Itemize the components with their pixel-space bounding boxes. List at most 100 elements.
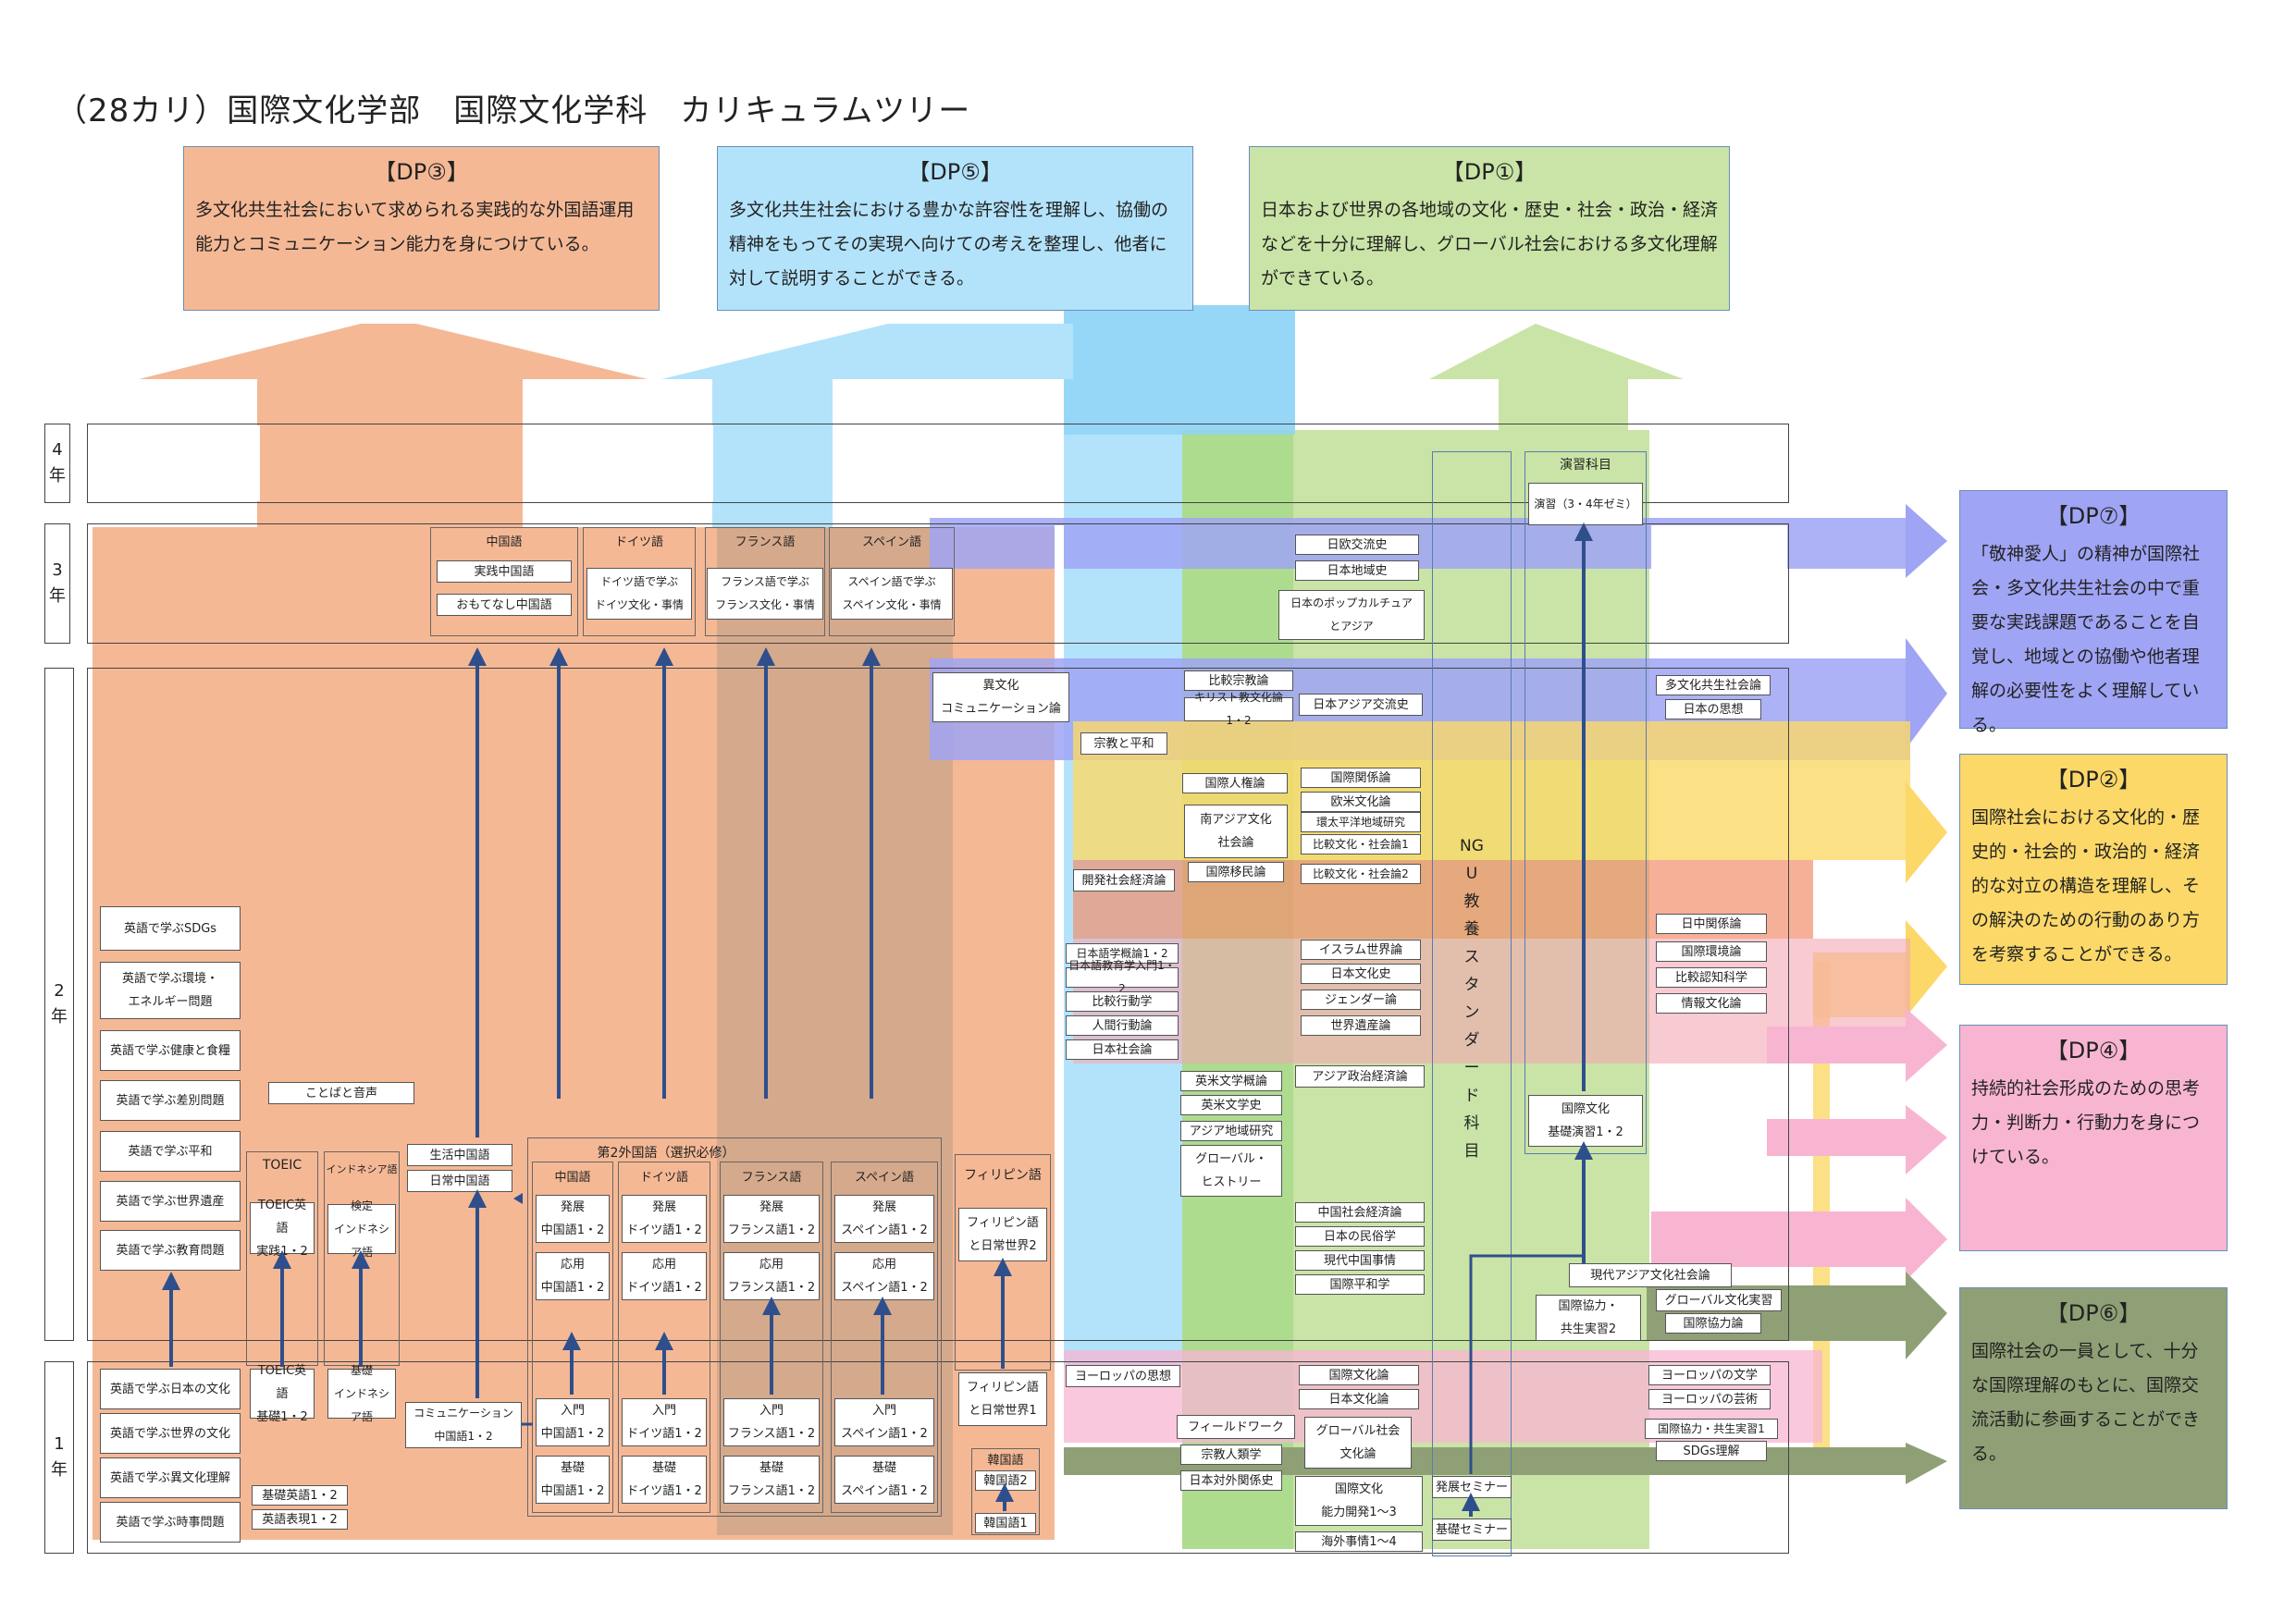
course-english-world-culture[interactable]: 英語で学ぶ世界の文化: [100, 1413, 241, 1454]
course-kiso-chugokugo[interactable]: 基礎 中国語1・2: [536, 1456, 610, 1504]
course-noryoku-kaihatsu[interactable]: 国際文化 能力開発1〜3: [1295, 1476, 1423, 1526]
course-oyo-spanish[interactable]: 応用 スペイン語1・2: [834, 1252, 934, 1300]
course-tabunka-kyosei[interactable]: 多文化共生社会論: [1656, 675, 1771, 695]
course-global-history[interactable]: グローバル・ ヒストリー: [1180, 1145, 1282, 1197]
course-europe-bungaku[interactable]: ヨーロッパの文学: [1648, 1365, 1771, 1385]
course-nyumon-german[interactable]: 入門 ドイツ語1・2: [622, 1398, 707, 1446]
course-omotenashi-chugokugo[interactable]: おもてなし中国語: [437, 594, 572, 616]
course-indonesian-basic[interactable]: 基礎 インドネシア語: [327, 1364, 396, 1423]
course-spanish-culture[interactable]: スペイン語で学ぶ スペイン文化・事情: [831, 568, 953, 620]
course-ningen-kodo[interactable]: 人間行動論: [1066, 1015, 1179, 1036]
course-english-environment[interactable]: 英語で学ぶ環境・ エネルギー問題: [100, 962, 241, 1019]
course-nihon-bunkashi[interactable]: 日本文化史: [1301, 964, 1421, 984]
course-english-discrimination[interactable]: 英語で学ぶ差別問題: [100, 1080, 241, 1121]
course-asia-seiji-keizai[interactable]: アジア政治経済論: [1295, 1065, 1425, 1088]
course-europe-shiso[interactable]: ヨーロッパの思想: [1066, 1365, 1180, 1387]
course-english-sdgs[interactable]: 英語で学ぶSDGs: [100, 906, 241, 951]
course-obei-bunka[interactable]: 欧米文化論: [1301, 792, 1421, 812]
course-nichio-koryu[interactable]: 日欧交流史: [1295, 535, 1419, 555]
course-ibunka-communication[interactable]: 異文化 コミュニケーション論: [932, 672, 1069, 722]
course-hatten-spanish[interactable]: 発展 スペイン語1・2: [834, 1195, 934, 1243]
course-pop-culture[interactable]: 日本のポップカルチュア とアジア: [1278, 590, 1425, 640]
course-nihon-asia-koryu[interactable]: 日本アジア交流史: [1299, 694, 1423, 716]
course-chugoku-shakai-keizai[interactable]: 中国社会経済論: [1295, 1202, 1425, 1223]
course-kokusai-kyoryoku-ron[interactable]: 国際協力論: [1665, 1313, 1761, 1334]
course-kokusai-kankyo[interactable]: 国際環境論: [1656, 941, 1767, 962]
course-german-culture[interactable]: ドイツ語で学ぶ ドイツ文化・事情: [586, 568, 692, 620]
course-nyumon-french[interactable]: 入門 フランス語1・2: [723, 1398, 820, 1446]
course-eigo-hyogen[interactable]: 英語表現1・2: [252, 1509, 348, 1530]
course-minami-asia[interactable]: 南アジア文化 社会論: [1184, 805, 1288, 858]
course-nihon-minzoku[interactable]: 日本の民俗学: [1295, 1226, 1425, 1247]
course-english-heritage[interactable]: 英語で学ぶ世界遺産: [100, 1181, 241, 1222]
course-french-culture[interactable]: フランス語で学ぶ フランス文化・事情: [707, 568, 823, 620]
course-gendai-chugoku[interactable]: 現代中国事情: [1295, 1250, 1425, 1271]
course-asia-chiiki[interactable]: アジア地域研究: [1180, 1121, 1282, 1141]
course-islam-sekai[interactable]: イスラム世界論: [1301, 940, 1421, 960]
course-kokusai-jinken[interactable]: 国際人権論: [1182, 773, 1288, 793]
course-seikatsu-chugokugo[interactable]: 生活中国語: [407, 1144, 512, 1166]
course-kiso-french[interactable]: 基礎 フランス語1・2: [723, 1456, 820, 1504]
course-oyo-french[interactable]: 応用 フランス語1・2: [723, 1252, 820, 1300]
course-english-japan-culture[interactable]: 英語で学ぶ日本の文化: [100, 1369, 241, 1409]
course-kokusai-imin[interactable]: 国際移民論: [1188, 862, 1284, 882]
course-enshu-seminar[interactable]: 演習（3・4年ゼミ）: [1528, 483, 1643, 525]
course-kyoryoku-kyosei-1[interactable]: 国際協力・共生実習1: [1645, 1419, 1778, 1439]
course-shukyo-jinruigaku[interactable]: 宗教人類学: [1180, 1445, 1282, 1465]
course-nyumon-chugokugo[interactable]: 入門 中国語1・2: [536, 1398, 610, 1446]
course-eibei-bungakushi[interactable]: 英米文学史: [1180, 1095, 1282, 1115]
course-korean-2[interactable]: 韓国語2: [975, 1470, 1036, 1491]
course-kiso-eigo[interactable]: 基礎英語1・2: [252, 1485, 348, 1506]
course-hikaku-bunka-2[interactable]: 比較文化・社会論2: [1301, 864, 1421, 884]
course-hatten-german[interactable]: 発展 ドイツ語1・2: [622, 1195, 707, 1243]
course-sdgs-rikai[interactable]: SDGs理解: [1656, 1441, 1767, 1461]
course-english-peace[interactable]: 英語で学ぶ平和: [100, 1131, 241, 1172]
course-indonesian-exam[interactable]: 検定 インドネシア語: [327, 1199, 396, 1259]
course-oyo-german[interactable]: 応用 ドイツ語1・2: [622, 1252, 707, 1300]
course-hikaku-kodo[interactable]: 比較行動学: [1066, 991, 1179, 1012]
course-korean-1[interactable]: 韓国語1: [975, 1513, 1036, 1533]
course-english-health[interactable]: 英語で学ぶ健康と食糧: [100, 1030, 241, 1071]
course-kiso-seminar[interactable]: 基礎セミナー: [1432, 1518, 1512, 1541]
course-kokusai-bunka-ron[interactable]: 国際文化論: [1299, 1365, 1419, 1385]
course-nicchu-kankei[interactable]: 日中関係論: [1656, 914, 1767, 934]
course-kaihatsu-shakai[interactable]: 開発社会経済論: [1073, 869, 1175, 891]
course-nihon-shakai[interactable]: 日本社会論: [1066, 1039, 1179, 1060]
course-jissen-chugokugo[interactable]: 実践中国語: [437, 560, 572, 583]
course-kiso-spanish[interactable]: 基礎 スペイン語1・2: [834, 1456, 934, 1504]
course-europe-geijutsu[interactable]: ヨーロッパの芸術: [1648, 1389, 1771, 1409]
course-kaigai-jijo[interactable]: 海外事情1〜4: [1295, 1531, 1423, 1552]
course-nihon-taigai[interactable]: 日本対外関係史: [1180, 1470, 1282, 1491]
course-hikaku-ninchi[interactable]: 比較認知科学: [1656, 967, 1767, 988]
course-nihon-chiiki[interactable]: 日本地域史: [1295, 560, 1419, 581]
course-hikaku-shukyo[interactable]: 比較宗教論: [1184, 670, 1293, 691]
course-gendai-asia-bunka[interactable]: 現代アジア文化社会論: [1569, 1263, 1732, 1287]
course-gender[interactable]: ジェンダー論: [1301, 990, 1421, 1010]
course-kantaiheiyo[interactable]: 環太平洋地域研究: [1301, 812, 1421, 832]
course-english-intercultural[interactable]: 英語で学ぶ異文化理解: [100, 1457, 241, 1498]
course-kokusai-bunka-kiso-enshu[interactable]: 国際文化 基礎演習1・2: [1528, 1095, 1643, 1147]
course-kyoryoku-kyosei-2[interactable]: 国際協力・ 共生実習2: [1536, 1295, 1641, 1341]
course-filipino-2[interactable]: フィリピン語 と日常世界2: [958, 1208, 1047, 1261]
course-global-bunka-jisshu[interactable]: グローバル文化実習: [1656, 1289, 1782, 1311]
course-nihon-shiso[interactable]: 日本の思想: [1665, 699, 1761, 719]
course-communication-chugokugo[interactable]: コミュニケーション 中国語1・2: [405, 1402, 522, 1448]
course-nyumon-spanish[interactable]: 入門 スペイン語1・2: [834, 1398, 934, 1446]
course-kokusai-kankei[interactable]: 国際関係論: [1301, 768, 1421, 788]
course-kiso-german[interactable]: 基礎 ドイツ語1・2: [622, 1456, 707, 1504]
course-english-current-affairs[interactable]: 英語で学ぶ時事問題: [100, 1502, 241, 1543]
course-hikaku-bunka-1[interactable]: 比較文化・社会論1: [1301, 834, 1421, 855]
course-joho-bunka[interactable]: 情報文化論: [1656, 993, 1767, 1014]
course-kokusai-heiwa[interactable]: 国際平和学: [1295, 1274, 1425, 1295]
course-shukyo-heiwa[interactable]: 宗教と平和: [1080, 732, 1167, 755]
course-eibei-gairon[interactable]: 英米文学概論: [1180, 1071, 1282, 1091]
course-nichijo-chugokugo[interactable]: 日常中国語: [407, 1170, 512, 1192]
course-hatten-french[interactable]: 発展 フランス語1・2: [723, 1195, 820, 1243]
course-nihon-bunka-ron[interactable]: 日本文化論: [1299, 1389, 1419, 1409]
course-filipino-1[interactable]: フィリピン語 と日常世界1: [958, 1372, 1047, 1426]
course-kotoba-onsei[interactable]: ことばと音声: [268, 1082, 414, 1104]
course-global-shakai-bunka[interactable]: グローバル社会 文化論: [1304, 1417, 1412, 1469]
course-english-education[interactable]: 英語で学ぶ教育問題: [100, 1230, 241, 1271]
course-fieldwork[interactable]: フィールドワーク: [1177, 1415, 1295, 1439]
course-sekai-isan[interactable]: 世界遺産論: [1301, 1015, 1421, 1036]
